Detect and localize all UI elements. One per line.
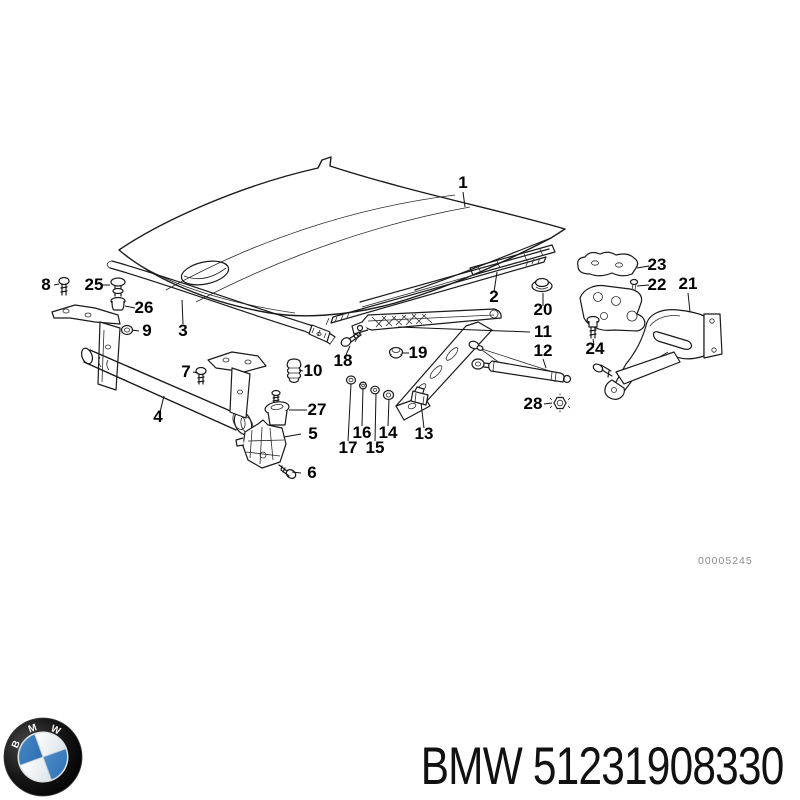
- nut-28: [549, 393, 571, 413]
- part-label-14: 14: [379, 423, 398, 442]
- hinge-bar-assembly: [51, 304, 267, 436]
- part-label-16: 16: [353, 423, 372, 442]
- screw-7: [195, 366, 207, 385]
- gasket-23: [577, 251, 639, 277]
- part-label-5: 5: [308, 424, 317, 443]
- part-label-24: 24: [586, 339, 605, 358]
- part-label-8: 8: [41, 275, 50, 294]
- part-label-13: 13: [415, 424, 434, 443]
- buffer-10: [286, 358, 302, 384]
- part-label-6: 6: [307, 463, 316, 482]
- bolt-24: [586, 315, 600, 339]
- part-label-11: 11: [534, 322, 552, 341]
- nut-9: [120, 324, 134, 336]
- part-label-28: 28: [524, 394, 543, 413]
- trim-end-bracket: [308, 324, 331, 343]
- hinge-21: [592, 309, 723, 400]
- gas-strut-12: [471, 358, 572, 384]
- part-label-27: 27: [308, 400, 327, 419]
- roundel-quadrant-blue-br: [43, 748, 67, 780]
- part-label-12: 12: [534, 341, 553, 360]
- washer-17: [345, 375, 357, 385]
- part-label-2: 2: [489, 287, 498, 306]
- hood-emblem: [180, 260, 230, 286]
- drawing-number: 00005245: [698, 555, 753, 567]
- part-label-9: 9: [142, 321, 151, 340]
- part-label-25: 25: [85, 275, 104, 294]
- washer-15: [370, 385, 380, 395]
- part-label-7: 7: [181, 362, 190, 381]
- part-label-10: 10: [304, 361, 323, 380]
- part-label-26: 26: [135, 298, 154, 317]
- logo-letter-m: M: [27, 722, 39, 735]
- roundel-quadrant-white-tr: [34, 733, 66, 757]
- striker-27: [264, 389, 290, 426]
- part-label-20: 20: [534, 300, 553, 319]
- bolt-18: [340, 331, 362, 347]
- part-number-title: BMW 51231908330: [420, 737, 784, 796]
- part-label-17: 17: [339, 438, 358, 457]
- front-trim-strip: [106, 260, 336, 345]
- leader-lines: [53, 191, 691, 474]
- stay-arm-11: [351, 308, 502, 343]
- clip-25: [110, 277, 126, 297]
- logo-letter-b: B: [10, 739, 23, 750]
- roundel-quadrant-white-bl: [20, 757, 52, 781]
- part-label-19: 19: [409, 343, 428, 362]
- hood-rear-frame: [469, 244, 556, 276]
- bmw-logo: B M W: [3, 717, 83, 797]
- washer-16: [359, 381, 368, 390]
- part-label-1: 1: [458, 173, 467, 192]
- part-label-4: 4: [153, 407, 163, 426]
- part-label-15: 15: [366, 438, 385, 457]
- part-label-23: 23: [648, 255, 667, 274]
- grommet-26: [110, 296, 126, 311]
- hood-panel: [118, 156, 566, 317]
- grommet-20: [531, 277, 553, 293]
- clip-13: [410, 386, 429, 406]
- screw-8: [58, 276, 70, 296]
- lock-5: [235, 419, 287, 469]
- bmw-roundel: B M W: [3, 717, 83, 797]
- part-label-18: 18: [334, 351, 353, 370]
- part-label-3: 3: [178, 321, 187, 340]
- grommet-19: [388, 346, 404, 359]
- part-labels: 1 2 3 4 5 6 7 8 9 10 11 12 13 14 15 16 1…: [41, 173, 697, 482]
- nut-14: [382, 389, 395, 401]
- seal-strip: [325, 256, 547, 326]
- roundel-quadrant-blue-tl: [19, 734, 43, 766]
- part-label-21: 21: [679, 274, 698, 293]
- part-label-22: 22: [648, 275, 667, 294]
